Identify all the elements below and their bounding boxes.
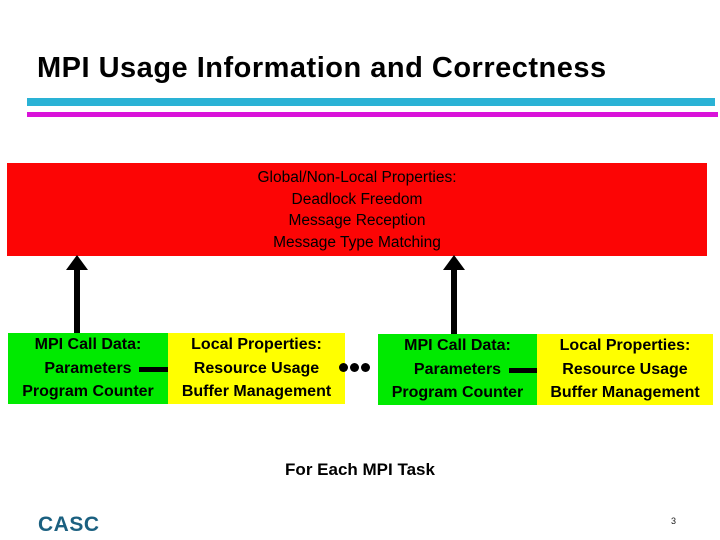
- ellipsis-dot: [339, 363, 348, 372]
- local-properties-box: Local Properties: Resource Usage Buffer …: [168, 333, 345, 404]
- box-line: Buffer Management: [550, 384, 700, 402]
- slide-caption: For Each MPI Task: [285, 460, 435, 479]
- box-line: Buffer Management: [181, 383, 332, 401]
- box-line: Local Properties:: [559, 337, 691, 355]
- box-line: Parameters: [413, 360, 502, 378]
- box-line: Program Counter: [22, 383, 154, 401]
- arrow-shaft: [74, 270, 80, 333]
- box-line: MPI Call Data:: [34, 336, 142, 354]
- box-line: Program Counter: [391, 384, 524, 402]
- arrowhead-icon: [443, 255, 465, 270]
- banner-line: Deadlock Freedom: [291, 190, 423, 208]
- box-line: Local Properties:: [191, 336, 322, 354]
- arrow-shaft: [509, 367, 546, 373]
- banner-line: Message Reception: [288, 212, 426, 229]
- arrowhead-icon: [66, 255, 88, 270]
- page-number: 3: [671, 516, 677, 526]
- ellipsis-dot: [361, 363, 370, 372]
- page-title: MPI Usage Information and Correctness: [37, 52, 607, 84]
- box-line: Parameters: [44, 359, 132, 377]
- box-line: MPI Call Data:: [404, 337, 511, 355]
- arrow-shaft: [139, 366, 176, 372]
- box-line: Resource Usage: [562, 360, 688, 378]
- local-properties-box: Local Properties: Resource Usage Buffer …: [537, 334, 713, 405]
- title-rule-cyan: [27, 98, 715, 106]
- footer-logo: CASC: [38, 513, 100, 536]
- global-properties-banner: Global/Non-Local Properties: Deadlock Fr…: [7, 163, 707, 256]
- ellipsis-dots: [339, 363, 370, 372]
- ellipsis-dot: [350, 363, 359, 372]
- arrow-shaft: [451, 270, 457, 334]
- up-arrow-icon: [443, 255, 465, 334]
- banner-line: Global/Non-Local Properties:: [257, 169, 457, 186]
- banner-line: Message Type Matching: [273, 233, 441, 251]
- title-rule-magenta: [27, 112, 718, 117]
- up-arrow-icon: [66, 255, 88, 333]
- box-line: Resource Usage: [193, 359, 320, 377]
